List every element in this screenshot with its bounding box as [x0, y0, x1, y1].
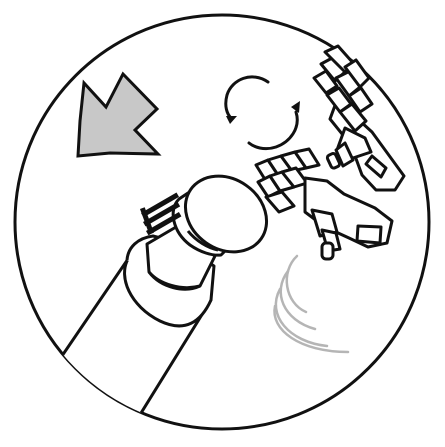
instruction-illustration	[0, 0, 445, 447]
